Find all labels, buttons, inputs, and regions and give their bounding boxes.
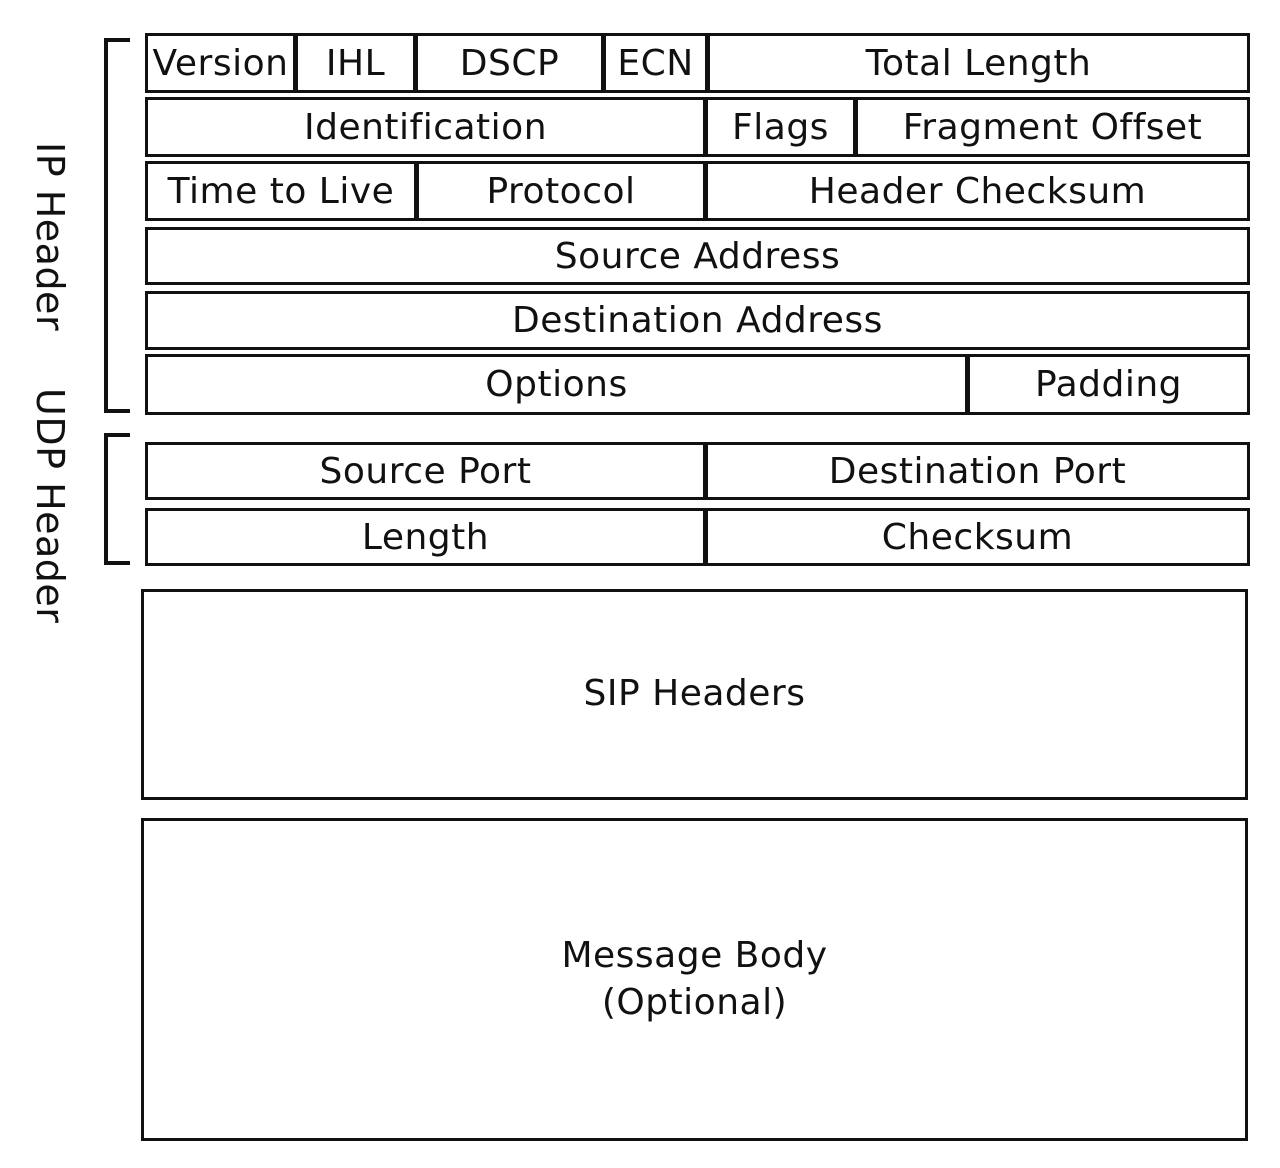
field-version: Version [152, 42, 289, 84]
ip-row-options-padding: Options Padding [145, 354, 1250, 415]
field-flags: Flags [703, 100, 853, 154]
field-total-length: Total Length [705, 36, 1247, 90]
field-ecn: ECN [601, 36, 705, 90]
field-time-to-live: Time to Live [167, 170, 395, 212]
field-source-address: Source Address [554, 235, 841, 277]
message-body-block: Message Body (Optional) [141, 818, 1248, 1141]
field-source-port: Source Port [319, 450, 532, 492]
ip-row-ttl-protocol-checksum: Time to Live Protocol Header Checksum [145, 161, 1250, 221]
ip-row-source-address: Source Address [145, 227, 1250, 285]
ip-row-version-ihl-dscp-ecn-length: Version IHL DSCP ECN Total Length [145, 33, 1250, 93]
field-checksum: Checksum [703, 511, 1247, 563]
udp-header-bracket [104, 433, 130, 565]
message-body-text: Message Body (Optional) [561, 933, 827, 1027]
field-identification: Identification [303, 106, 548, 148]
sip-headers-block: SIP Headers [141, 589, 1248, 800]
udp-row-length-checksum: Length Checksum [145, 508, 1250, 566]
field-fragment-offset: Fragment Offset [853, 100, 1247, 154]
field-padding: Padding [965, 357, 1247, 412]
field-dscp: DSCP [413, 36, 601, 90]
field-ihl: IHL [293, 36, 413, 90]
ip-row-destination-address: Destination Address [145, 291, 1250, 350]
field-options: Options [485, 364, 628, 405]
field-destination-port: Destination Port [703, 445, 1247, 497]
field-protocol: Protocol [414, 164, 703, 218]
ip-row-identification-flags-offset: Identification Flags Fragment Offset [145, 97, 1250, 157]
field-header-checksum: Header Checksum [703, 164, 1247, 218]
sip-headers-label: SIP Headers [583, 673, 806, 715]
udp-header-label: UDP Header [28, 388, 72, 624]
ip-header-label: IP Header [28, 142, 72, 332]
udp-row-ports: Source Port Destination Port [145, 442, 1250, 500]
message-body-label: Message Body [561, 934, 828, 976]
ip-header-bracket [104, 38, 130, 413]
field-length: Length [361, 516, 490, 558]
message-body-optional-label: (Optional) [601, 981, 788, 1023]
field-destination-address: Destination Address [512, 300, 883, 341]
